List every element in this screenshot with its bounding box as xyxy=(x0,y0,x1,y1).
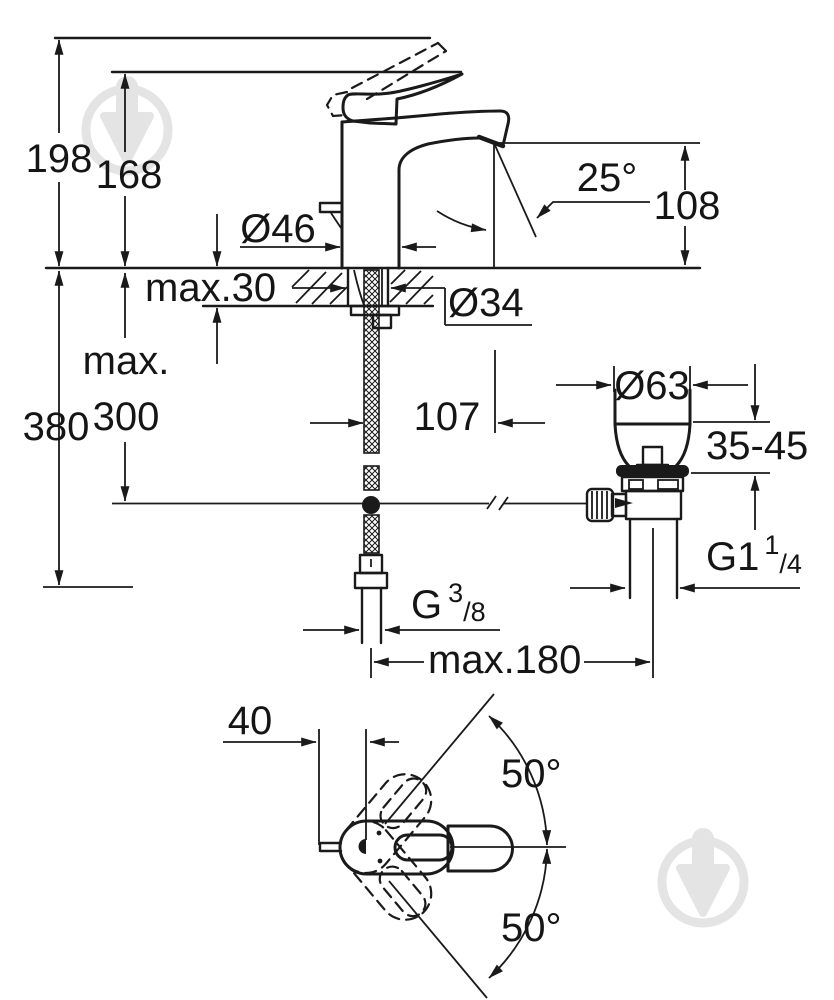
dim-handle-offset: 40 xyxy=(228,699,273,743)
faucet-body xyxy=(318,109,511,270)
supply-hose xyxy=(349,269,401,678)
pop-up-waste xyxy=(585,388,692,678)
dim-waste-diameter: Ø63 xyxy=(614,364,690,408)
side-view xyxy=(44,41,702,678)
dim-spout-height: 108 xyxy=(654,184,721,228)
top-dimensions: 40 50° 50° xyxy=(223,699,562,950)
rod-end-plan xyxy=(318,841,343,853)
dim-rod-max-value: 300 xyxy=(93,395,160,439)
lever-recess-plan xyxy=(393,833,454,862)
pop-up-rod xyxy=(112,495,588,511)
dim-swivel-lower: 50° xyxy=(501,906,562,950)
dim-clamp-range: 35-45 xyxy=(706,424,808,468)
side-dimensions: 198 168 380 max. 300 max.30 108 25° Ø46 xyxy=(23,36,808,682)
dim-spout-angle: 25° xyxy=(577,156,638,200)
dim-waste-distance: max.180 xyxy=(428,638,581,682)
dim-hose-drop: 380 xyxy=(23,405,90,449)
dim-swivel-upper: 50° xyxy=(501,752,562,796)
rod-swivel-joint xyxy=(362,496,380,514)
lever-handle xyxy=(341,72,464,126)
watermark-top-left xyxy=(81,76,173,176)
dim-hole-diameter: Ø34 xyxy=(448,281,524,325)
dim-deck-thickness: max.30 xyxy=(145,266,276,310)
cartridge-marker xyxy=(358,839,366,854)
watermark-bottom-right xyxy=(657,828,749,928)
top-view xyxy=(318,693,566,999)
dim-body-diameter: Ø46 xyxy=(240,207,316,251)
dim-spout-reach: 107 xyxy=(414,395,481,439)
spout-plan xyxy=(446,824,514,873)
dim-total-height: 198 xyxy=(26,137,93,181)
dim-lever-height: 168 xyxy=(96,153,163,197)
lever-raised-dashed xyxy=(325,41,448,118)
dim-rod-max-word: max. xyxy=(83,339,170,383)
